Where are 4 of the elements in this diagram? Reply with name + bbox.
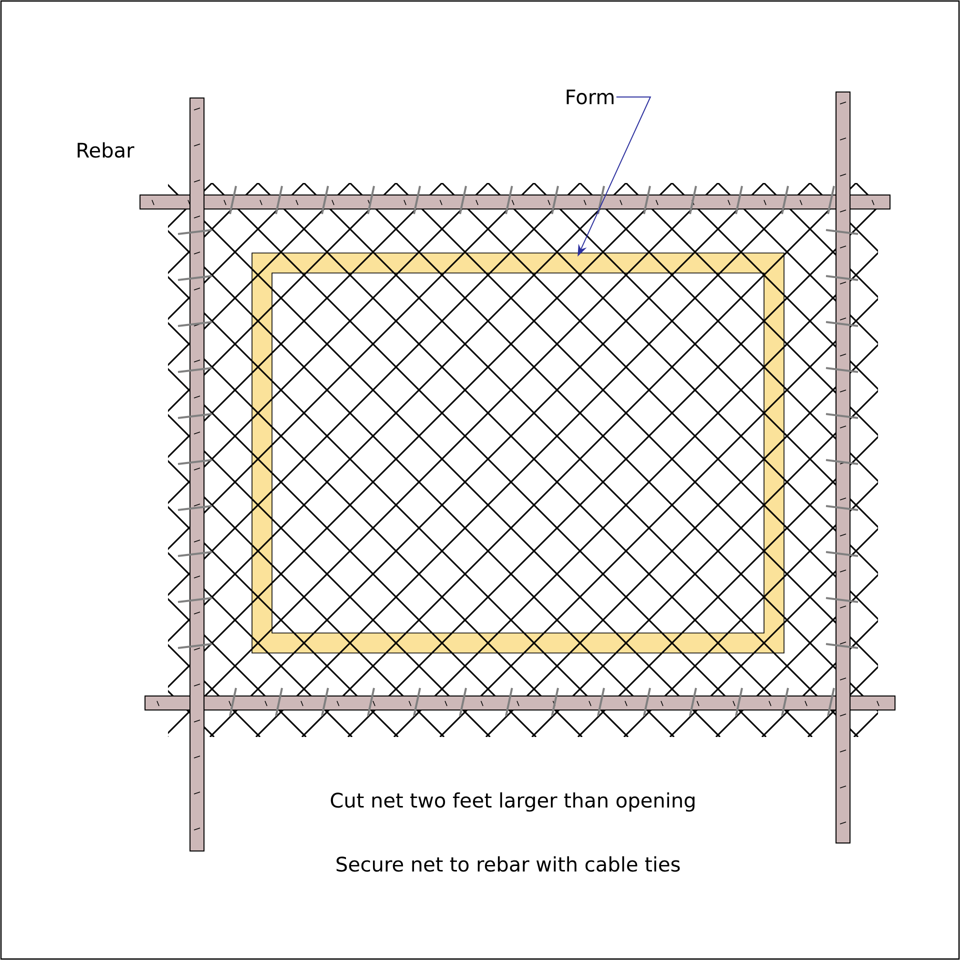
instruction-text: Secure net to rebar with cable ties [336,856,680,872]
callout-text: Form [566,90,614,104]
instruction-text: Cut net two feet larger than opening [330,792,694,812]
callout-label: Rebar [78,142,134,158]
